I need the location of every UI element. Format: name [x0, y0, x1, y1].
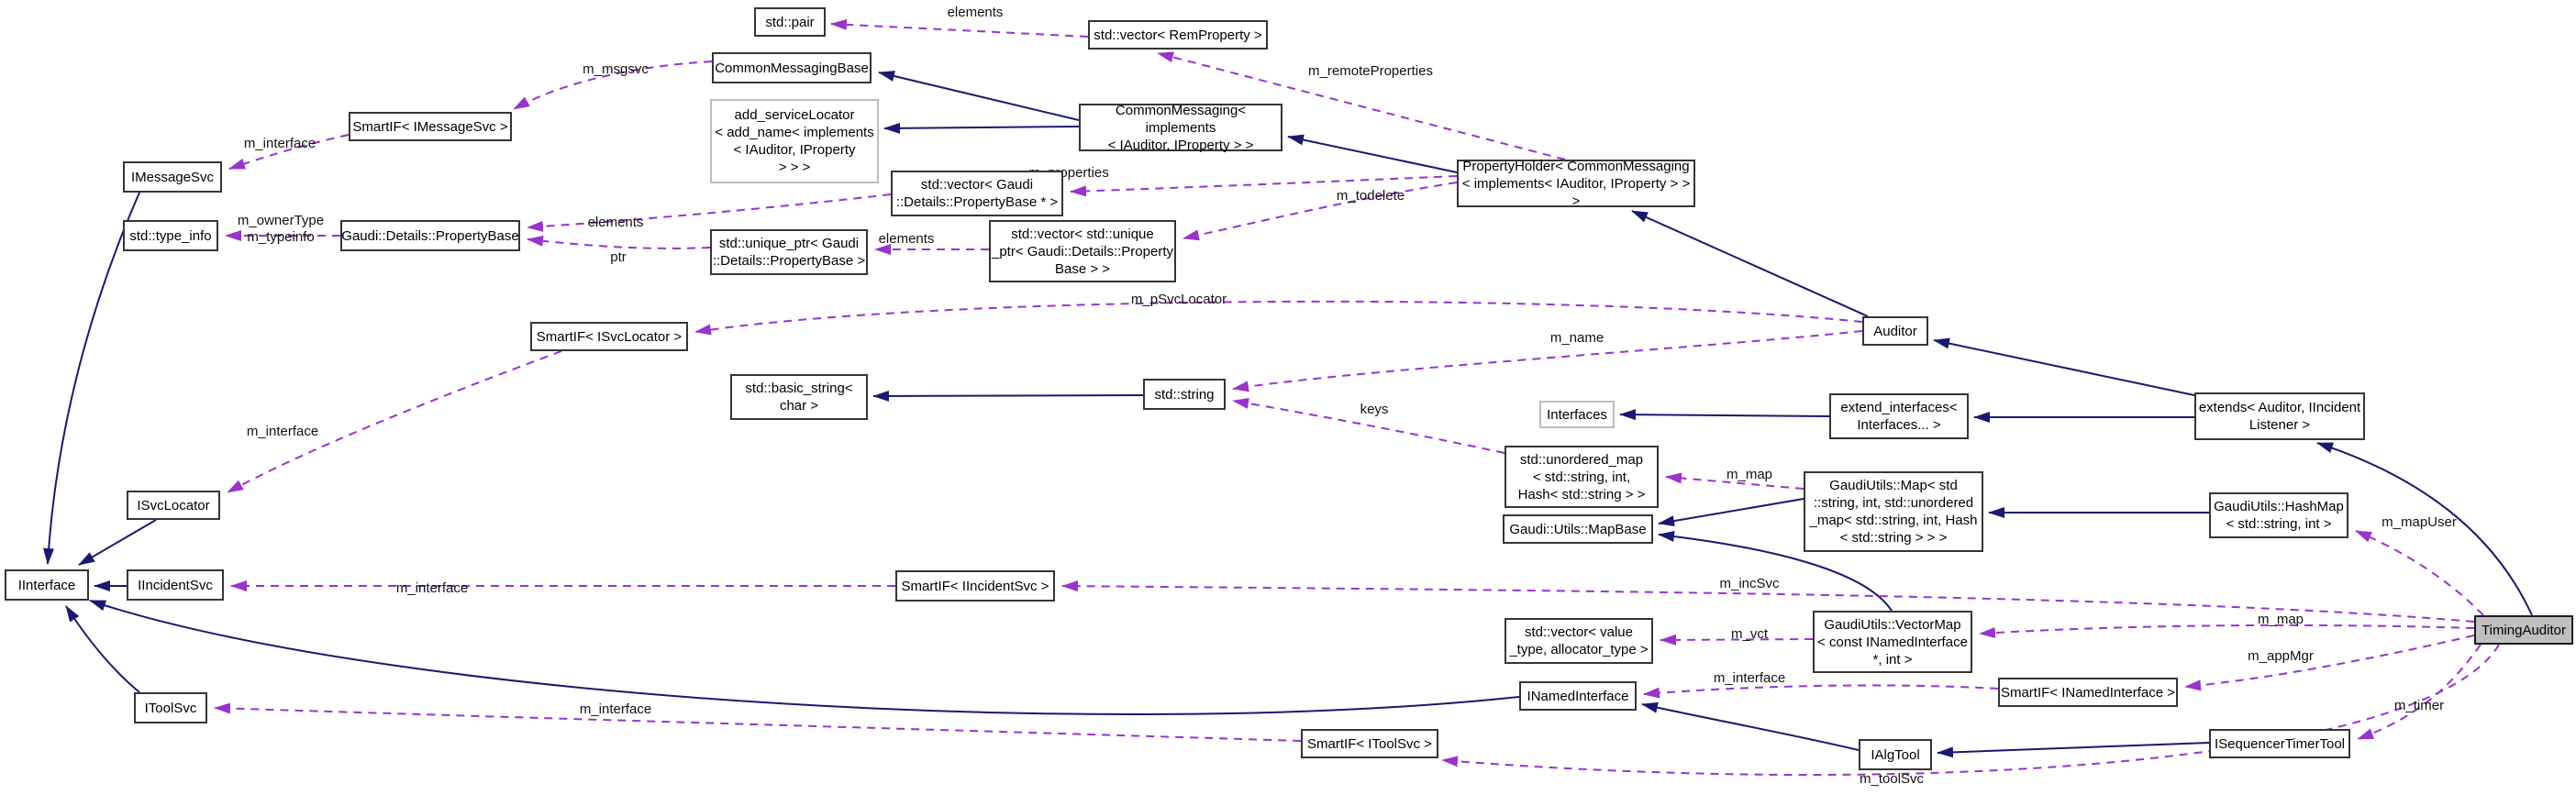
- edge-std-string-to-basic-string: [872, 390, 1144, 402]
- node-vector-remproperty[interactable]: std::vector< RemProperty >: [1088, 20, 1268, 50]
- edge-ialgtool-to-inamedinterface: [1641, 701, 1860, 751]
- node-propertyholder[interactable]: PropertyHolder< CommonMessaging < implem…: [1457, 159, 1695, 209]
- edge-vector-propertybase-to-property-base: [527, 193, 892, 232]
- edge-gaudiutils-vectormap-to-vector-valuetype: [1660, 634, 1814, 646]
- node-smartif-itoolsvc[interactable]: SmartIF< IToolSvc >: [1301, 729, 1438, 758]
- node-extend-interfaces[interactable]: extend_interfaces< Interfaces... >: [1829, 393, 1969, 439]
- edge-extend-interfaces-to-interfaces: [1619, 409, 1830, 421]
- node-vector-unique-ptr[interactable]: std::vector< std::unique _ptr< Gaudi::De…: [989, 220, 1176, 282]
- edge-isvclocator-to-iinterface: [78, 519, 157, 566]
- edge-gaudiutils-map-to-mapbase: [1658, 498, 1804, 527]
- edge-timingauditor-to-smartif-inamedinterface: [2184, 635, 2475, 691]
- node-ialgtool[interactable]: IAlgTool: [1859, 739, 1932, 770]
- edge-isequencertimertool-to-ialgtool: [1937, 742, 2210, 758]
- edge-auditor-to-smartif-isvclocator: [694, 300, 1863, 336]
- node-std-type-info[interactable]: std::type_info: [123, 220, 218, 251]
- node-smartif-inamedinterface[interactable]: SmartIF< INamedInterface >: [1998, 678, 2178, 707]
- edge-vector-remproperty-to-std-pair: [830, 18, 1089, 38]
- node-smartif-iincidentsvc[interactable]: SmartIF< IIncidentSvc >: [895, 570, 1055, 602]
- edge-timingauditor-to-smartif-iincidentsvc: [1061, 580, 2475, 623]
- edge-smartif-isvclocator-to-isvclocator: [227, 350, 562, 493]
- node-std-string[interactable]: std::string: [1143, 379, 1226, 410]
- node-std-pair[interactable]: std::pair: [754, 7, 826, 37]
- edge-timingauditor-to-gaudiutils-hashmap: [2355, 530, 2484, 616]
- edge-gaudiutils-map-to-unordered-map: [1665, 472, 1804, 490]
- node-property-base[interactable]: Gaudi::Details::PropertyBase: [340, 220, 520, 251]
- node-timingauditor[interactable]: TimingAuditor: [2474, 615, 2573, 645]
- node-extends-auditor-iincidentlistener[interactable]: extends< Auditor, IIncident Listener >: [2194, 392, 2365, 440]
- node-mapbase[interactable]: Gaudi::Utils::MapBase: [1503, 514, 1653, 544]
- edge-itoolsvc-to-iinterface: [65, 605, 140, 693]
- edge-auditor-to-std-string: [1232, 330, 1863, 392]
- edge-unique-ptr-propertybase-to-property-base: [527, 235, 711, 249]
- edge-propertyholder-to-commonmessaging: [1287, 134, 1458, 173]
- node-basic-string[interactable]: std::basic_string< char >: [730, 374, 868, 420]
- edge-gaudiutils-vectormap-to-mapbase: [1658, 531, 1893, 612]
- node-vector-propertybase[interactable]: std::vector< Gaudi ::Details::PropertyBa…: [891, 171, 1063, 216]
- edge-commonmessaging-to-commonmessagingbase: [878, 71, 1080, 121]
- edge-auditor-to-propertyholder: [1631, 210, 1869, 317]
- node-auditor[interactable]: Auditor: [1862, 316, 1928, 346]
- node-vector-valuetype[interactable]: std::vector< value _type, allocator_type…: [1505, 618, 1653, 664]
- edge-smartif-imessagesvc-to-imessagesvc: [228, 134, 350, 170]
- node-commonmessagingbase[interactable]: CommonMessagingBase: [712, 52, 872, 83]
- node-unique-ptr-propertybase[interactable]: std::unique_ptr< Gaudi ::Details::Proper…: [710, 229, 868, 275]
- node-imessagesvc[interactable]: IMessageSvc: [123, 161, 222, 193]
- edge-extends-auditor-iincidentlistener-to-auditor: [1933, 337, 2195, 396]
- edge-propertyholder-to-vector-propertybase: [1070, 175, 1458, 197]
- edge-timingauditor-to-extends-auditor-iincidentlistener: [2316, 442, 2533, 616]
- edge-timingauditor-to-isequencertimertool: [2357, 644, 2482, 740]
- node-iincidentsvc[interactable]: IIncidentSvc: [127, 569, 224, 601]
- edge-commonmessaging-to-add-servicelocator: [883, 122, 1080, 134]
- node-smartif-isvclocator[interactable]: SmartIF< ISvcLocator >: [530, 322, 688, 351]
- edge-timingauditor-to-smartif-itoolsvc: [1441, 644, 2500, 777]
- node-gaudiutils-vectormap[interactable]: GaudiUtils::VectorMap < const INamedInte…: [1813, 611, 1972, 673]
- edge-imessagesvc-to-iinterface: [43, 192, 140, 565]
- node-unordered-map[interactable]: std::unordered_map < std::string, int, H…: [1505, 446, 1659, 508]
- edge-propertyholder-to-vector-remproperty: [1157, 51, 1566, 160]
- node-add-servicelocator[interactable]: add_serviceLocator < add_name< implement…: [710, 99, 879, 183]
- node-itoolsvc[interactable]: IToolSvc: [134, 692, 207, 723]
- edge-inamedinterface-to-iinterface: [89, 600, 1520, 715]
- edge-timingauditor-to-gaudiutils-vectormap: [1979, 624, 2475, 638]
- edge-smartif-inamedinterface-to-inamedinterface: [1643, 684, 1999, 699]
- node-isequencertimertool[interactable]: ISequencerTimerTool: [2209, 729, 2350, 758]
- node-gaudiutils-hashmap[interactable]: GaudiUtils::HashMap < std::string, int >: [2209, 492, 2348, 538]
- node-commonmessaging[interactable]: CommonMessaging< implements < IAuditor, …: [1079, 103, 1282, 153]
- node-smartif-imessagesvc[interactable]: SmartIF< IMessageSvc >: [349, 112, 512, 141]
- node-gaudiutils-map[interactable]: GaudiUtils::Map< std ::string, int, std:…: [1804, 471, 1983, 552]
- edge-unordered-map-to-std-string: [1232, 397, 1505, 454]
- edge-commonmessagingbase-to-smartif-imessagesvc: [513, 61, 713, 110]
- node-interfaces[interactable]: Interfaces: [1539, 401, 1615, 428]
- edge-propertyholder-to-vector-unique-ptr: [1183, 182, 1458, 241]
- node-isvclocator[interactable]: ISvcLocator: [127, 491, 220, 520]
- node-iinterface[interactable]: IInterface: [5, 569, 89, 601]
- node-inamedinterface[interactable]: INamedInterface: [1519, 681, 1637, 711]
- edge-smartif-itoolsvc-to-itoolsvc: [214, 702, 1302, 742]
